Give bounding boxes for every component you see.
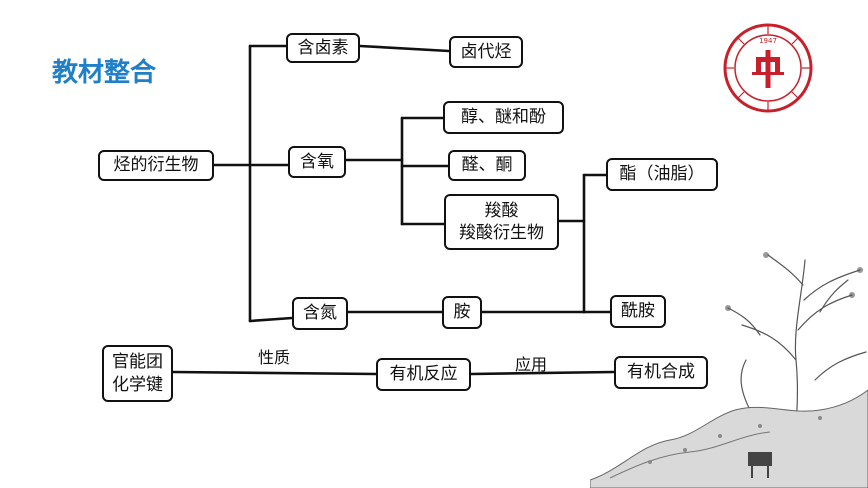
node-label: 有机合成 — [627, 362, 695, 383]
node-aldehydes-ketones: 醛、酮 — [448, 150, 526, 181]
node-functional-groups-bonds: 官能团 化学键 — [102, 345, 173, 402]
edge-label-property: 性质 — [258, 348, 291, 367]
node-label: 有机反应 — [389, 364, 458, 385]
node-amines: 胺 — [442, 296, 482, 329]
node-label: 卤代烃 — [460, 41, 512, 62]
node-carboxylic-acids: 羧酸 羧酸衍生物 — [444, 194, 559, 250]
node-nitrogen-containing: 含氮 — [292, 297, 348, 330]
node-alcohols-ethers-phenols: 醇、醚和酚 — [443, 101, 564, 134]
node-halogen-containing: 含卤素 — [286, 33, 360, 63]
node-label: 烃的衍生物 — [113, 155, 199, 176]
node-label: 醛、酮 — [461, 155, 513, 176]
node-label-line-1: 官能团 — [112, 352, 163, 373]
node-label-line-1: 羧酸 — [484, 200, 519, 221]
node-organic-reactions: 有机反应 — [376, 358, 471, 391]
node-label: 胺 — [453, 302, 471, 323]
node-label: 含氮 — [303, 303, 337, 324]
node-label-line-2: 羧酸衍生物 — [459, 223, 544, 243]
node-label: 含氧 — [300, 151, 334, 172]
node-label: 酯（油脂） — [619, 164, 705, 185]
node-organic-synthesis: 有机合成 — [614, 356, 708, 389]
edge-label-application: 应用 — [515, 355, 548, 374]
ink-landscape-icon — [590, 252, 868, 488]
school-emblem-icon: 1947 — [723, 23, 813, 113]
node-label: 含卤素 — [297, 37, 349, 58]
node-oxygen-containing: 含氧 — [288, 146, 346, 178]
node-label: 酰胺 — [621, 301, 655, 322]
node-label-line-2: 化学键 — [112, 374, 163, 395]
node-esters: 酯（油脂） — [606, 158, 718, 191]
page-title: 教材整合 — [52, 58, 157, 88]
node-hydrocarbon-derivatives: 烃的衍生物 — [98, 150, 214, 181]
node-label: 醇、醚和酚 — [461, 107, 546, 128]
node-haloalkane: 卤代烃 — [449, 36, 523, 68]
node-amides: 酰胺 — [610, 295, 666, 328]
logo-year: 1947 — [759, 37, 777, 45]
